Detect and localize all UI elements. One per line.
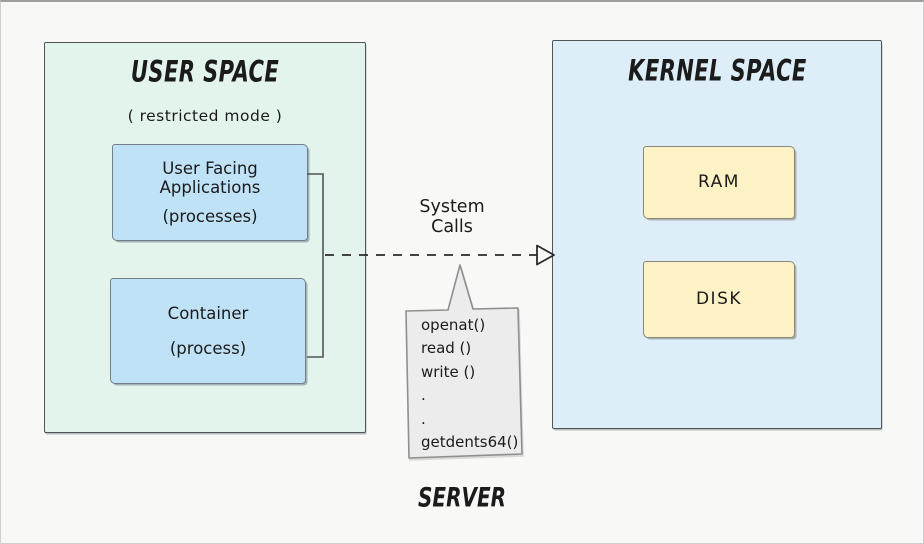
syscall-line: getdents64() bbox=[421, 433, 519, 452]
user-space-panel: USER SPACE ( restricted mode ) User Faci… bbox=[44, 42, 366, 433]
syscall-line: . bbox=[421, 386, 426, 405]
syscall-list: openat() read () write ().. getdents64() bbox=[421, 314, 521, 454]
kernel-space-panel: KERNEL SPACE RAM DISK bbox=[552, 40, 882, 429]
kernel-space-title: KERNEL SPACE bbox=[553, 54, 881, 89]
user-facing-applications-subtitle: (processes) bbox=[162, 206, 258, 226]
user-space-subtitle: ( restricted mode ) bbox=[127, 107, 283, 125]
user-space-title: USER SPACE bbox=[45, 55, 365, 90]
user-space-title-text: USER SPACE bbox=[130, 55, 280, 90]
kernel-space-title-text: KERNEL SPACE bbox=[627, 54, 807, 89]
ram-box-label: RAM bbox=[698, 172, 740, 193]
ram-box: RAM bbox=[643, 146, 795, 219]
disk-box-label: DISK bbox=[695, 289, 743, 310]
user-facing-applications-box: User Facing Applications (processes) bbox=[112, 144, 308, 241]
container-box-subtitle: (process) bbox=[169, 339, 247, 358]
syscall-line: read () bbox=[421, 339, 472, 358]
syscall-line: write () bbox=[421, 362, 476, 381]
syscall-line: openat() bbox=[421, 316, 486, 334]
syscall-line: . bbox=[421, 409, 426, 428]
user-facing-applications-title: User Facing Applications bbox=[159, 158, 261, 198]
system-calls-label: System Calls bbox=[419, 197, 485, 237]
container-box-title: Container bbox=[167, 303, 249, 323]
server-title: SERVER bbox=[1, 481, 923, 514]
container-box: Container (process) bbox=[110, 278, 306, 384]
server-title-text: SERVER bbox=[417, 481, 506, 514]
disk-box: DISK bbox=[643, 261, 795, 338]
